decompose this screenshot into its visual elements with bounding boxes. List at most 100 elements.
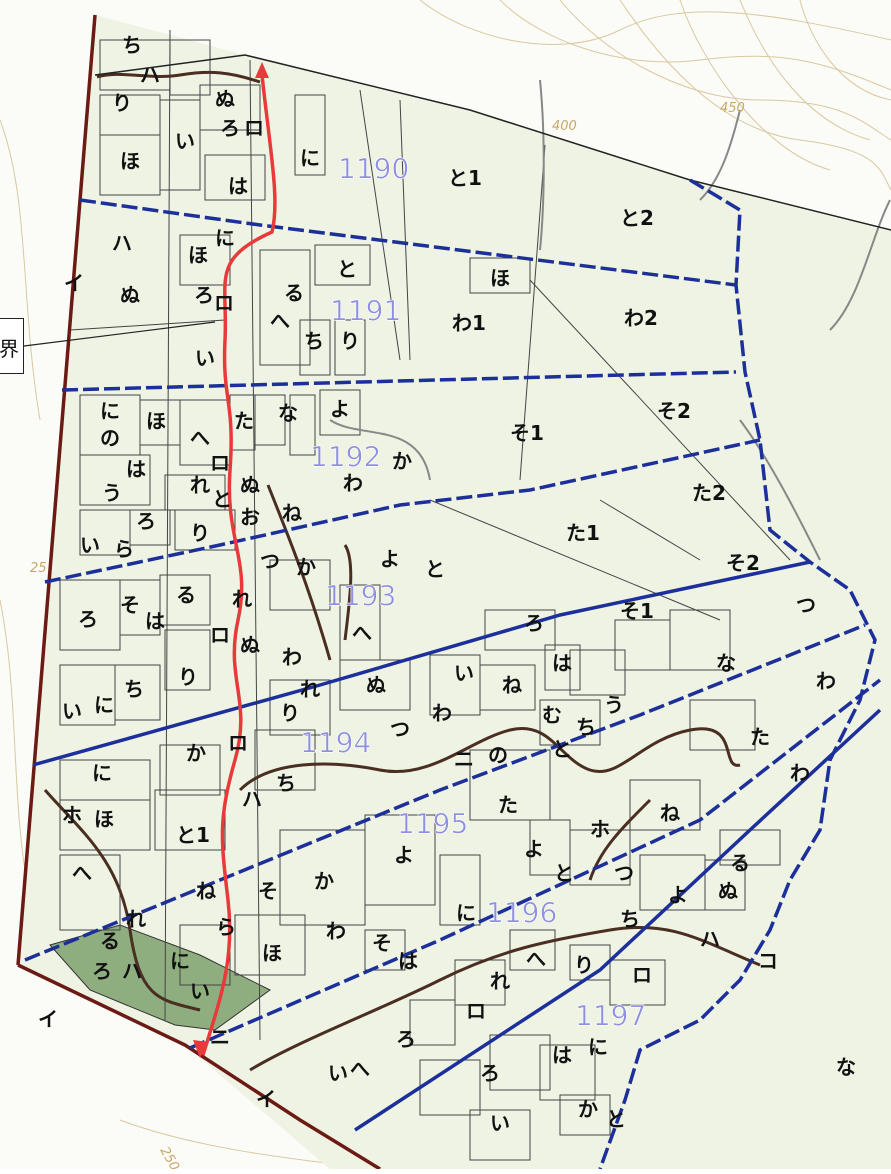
lot-label: と2	[620, 206, 654, 230]
lot-label: た	[750, 725, 770, 749]
lot-label: よ	[380, 547, 400, 571]
lot-label: そ1	[620, 599, 654, 623]
lot-label: り	[112, 91, 132, 115]
lot-label: に	[215, 226, 235, 250]
lot-label: わ2	[624, 306, 658, 330]
lot-label: に	[300, 146, 320, 170]
lot-label: は	[552, 651, 572, 675]
lot-label: る	[730, 851, 750, 875]
lot-label: な	[836, 1055, 856, 1079]
lot-label: イ	[256, 1087, 276, 1111]
lot-label: な	[278, 401, 298, 425]
lot-label: た2	[692, 481, 726, 505]
lot-label: ね	[660, 801, 680, 825]
lot-label: ぬ	[718, 879, 738, 903]
lot-label: よ	[668, 883, 688, 907]
lot-label: か	[578, 1097, 598, 1121]
lot-label: ち	[304, 329, 324, 353]
lot-label: わ	[790, 761, 810, 785]
lot-label: は	[228, 174, 248, 198]
lot-label: れ	[300, 677, 320, 701]
lot-label: そ2	[726, 551, 760, 575]
lot-label: は	[145, 609, 165, 633]
plot-labels: 1190 1191 1192 1193 1194 1195 1196 1197	[300, 152, 647, 1033]
lot-label: ら	[216, 915, 236, 939]
lot-label: れ	[232, 587, 252, 611]
elevation-label: 400	[552, 119, 577, 134]
lot-label: ぬ	[240, 633, 260, 657]
lot-label: り	[574, 953, 594, 977]
lot-label: う	[604, 693, 624, 717]
lot-label: コ	[758, 949, 778, 973]
lot-label: ぬ	[215, 87, 235, 111]
plot-boundaries	[24, 178, 882, 1170]
lot-label: ね	[282, 501, 302, 525]
lot-label: い	[454, 661, 474, 685]
lot-label: そ2	[657, 399, 691, 423]
minor-streams	[329, 79, 891, 561]
lot-label: ろ	[194, 283, 214, 307]
lot-label: と	[606, 1107, 626, 1131]
lot-label: な	[716, 651, 736, 675]
lot-label: ね	[196, 879, 216, 903]
lot-label: ろ	[396, 1027, 416, 1051]
lot-label: へ	[72, 861, 92, 885]
lot-label: つ	[796, 593, 816, 617]
lot-label: ち	[576, 715, 596, 739]
lot-label: そ1	[510, 421, 544, 445]
plot-label-1192: 1192	[310, 440, 381, 473]
lot-label: に	[456, 901, 476, 925]
lot-label: と	[337, 257, 357, 281]
lot-label: ろ	[92, 959, 112, 983]
top-boundary	[94, 54, 891, 231]
lot-label: り	[190, 521, 210, 545]
lot-label: と	[554, 861, 574, 885]
lot-label: り	[178, 665, 198, 689]
lot-label: か	[314, 869, 334, 893]
lot-label: よ	[524, 837, 544, 861]
lot-label: と	[552, 737, 572, 761]
lot-label: に	[92, 761, 112, 785]
lot-label: た	[498, 793, 518, 817]
lot-label: ハ	[242, 787, 262, 811]
lot-label: よ	[330, 397, 350, 421]
lot-label: ろ	[480, 1061, 500, 1085]
lot-label: い	[490, 1111, 510, 1135]
lot-label: ろ	[220, 116, 240, 140]
lot-label: ぬ	[240, 473, 260, 497]
outer-boundary	[16, 14, 381, 1171]
lot-label: い	[328, 1061, 348, 1085]
lot-label: は	[552, 1043, 572, 1067]
lot-label: い	[80, 533, 100, 557]
lot-label: ハ	[700, 927, 720, 951]
lot-label: へ	[270, 309, 290, 333]
lot-label: ニ	[210, 1025, 230, 1049]
lot-label: と1	[448, 166, 482, 190]
lot-label: わ	[343, 471, 363, 495]
lot-label: ろ	[136, 509, 156, 533]
lot-label: れ	[126, 907, 146, 931]
plot-label-1194: 1194	[300, 726, 371, 759]
lot-label: へ	[190, 426, 210, 450]
plot-label-1196: 1196	[486, 896, 557, 929]
lot-label: ホ	[590, 817, 610, 841]
lot-label: か	[296, 555, 316, 579]
lot-label: に	[170, 949, 190, 973]
lot-label: か	[186, 741, 206, 765]
lot-label: ロ	[244, 116, 264, 140]
lot-label: ロ	[632, 963, 652, 987]
lot-label: た	[234, 409, 254, 433]
lot-label: ロ	[214, 291, 234, 315]
lot-label: ほ	[120, 149, 140, 173]
lot-label: そ	[120, 593, 140, 617]
lot-label: ロ	[210, 623, 230, 647]
lot-label: れ	[490, 969, 510, 993]
lot-label: の	[100, 426, 120, 450]
callout-text: 界	[0, 337, 19, 361]
route-arrow-north-icon	[255, 62, 269, 78]
stream-lines	[43, 70, 761, 1072]
route-line	[193, 62, 277, 1058]
lot-label: ロ	[228, 731, 248, 755]
